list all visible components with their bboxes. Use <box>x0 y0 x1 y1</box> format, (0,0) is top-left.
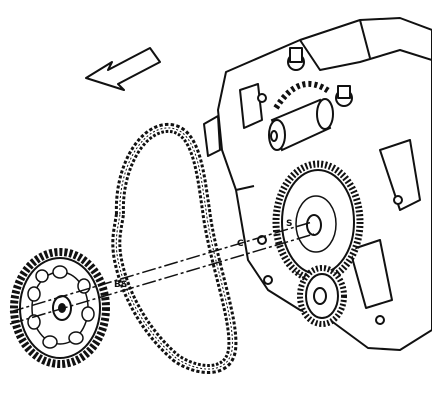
small-sprocket-mark-label: BS <box>114 280 127 290</box>
block-gear <box>273 81 332 110</box>
oil-pump-gear <box>297 265 347 327</box>
timing-chain <box>111 123 238 374</box>
camshaft-sprocket <box>10 248 110 368</box>
crankshaft-gear <box>272 160 364 284</box>
crank-mark-label: S <box>286 219 292 229</box>
alignment-lines <box>9 221 315 325</box>
camshaft-boss <box>268 98 334 152</box>
direction-arrow-icon <box>85 47 161 91</box>
cam-sprocket-mark-label: C <box>237 239 244 249</box>
